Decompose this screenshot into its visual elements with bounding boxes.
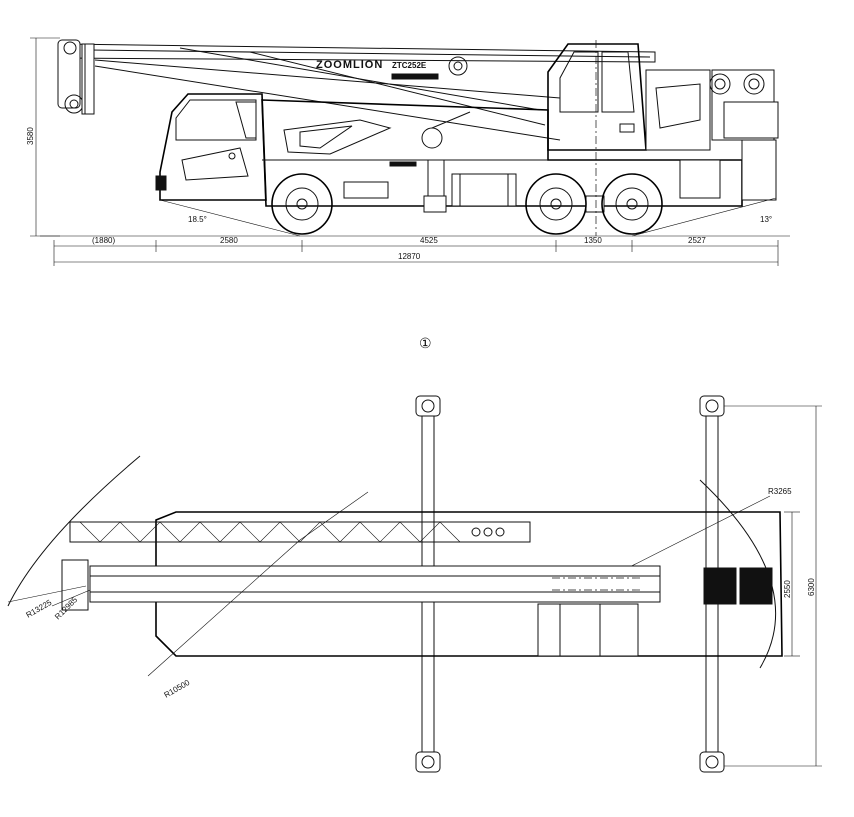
width-dim-label: 2550 xyxy=(783,580,792,598)
side-view: 3580 ZOOMLION ZTC252E xyxy=(26,37,790,266)
carrier-outline xyxy=(155,511,783,657)
dim-wheelbase-3: 1350 xyxy=(584,236,602,245)
jib-lattice xyxy=(69,521,531,543)
dim-front-overhang: (1880) xyxy=(92,236,115,245)
wheel-3 xyxy=(601,173,663,235)
top-view: R3265 R13225 R12985 R10500 xyxy=(7,395,822,773)
boom-head xyxy=(57,39,95,115)
model-label: ZTC252E xyxy=(392,61,427,70)
departure-angle-label: 13° xyxy=(760,215,772,224)
boom-pulley xyxy=(448,56,468,76)
outrigger-span-dimension: 6300 xyxy=(724,405,822,767)
outrigger-span-label: 6300 xyxy=(807,578,816,596)
boom-top xyxy=(89,565,661,603)
warning-plate xyxy=(391,73,439,80)
dim-wheelbase-2: 4525 xyxy=(420,236,438,245)
height-dim-label: 3580 xyxy=(26,127,35,145)
boom-head-top xyxy=(61,559,89,611)
wheel-2 xyxy=(525,173,587,235)
superstructure-rear xyxy=(645,69,779,151)
boom-head-arc xyxy=(7,455,141,607)
outrigger-foot-front xyxy=(423,195,447,213)
rear-grille xyxy=(703,567,773,605)
tail-radius-label: R3265 xyxy=(768,487,792,496)
wheels xyxy=(271,173,663,235)
departure-angle-line xyxy=(631,197,777,237)
front-radius-label: R10500 xyxy=(163,678,192,700)
approach-angle-line xyxy=(159,199,301,237)
dim-wheelbase-1: 2580 xyxy=(220,236,238,245)
brand-label: ZOOMLION xyxy=(316,59,383,71)
dim-rear-overhang: 2527 xyxy=(688,236,706,245)
overall-length-label: 12870 xyxy=(398,252,421,261)
cab-top xyxy=(537,603,639,657)
boom-head-radius-label: R13225 xyxy=(25,598,54,620)
wheel-1 xyxy=(271,173,333,235)
height-dimension: 3580 xyxy=(26,37,60,237)
view-marker-label: ① xyxy=(419,335,432,351)
view-marker: ① xyxy=(419,335,432,351)
approach-angle-label: 18.5° xyxy=(188,215,207,224)
length-dimensions: (1880) 2580 4525 1350 2527 12870 xyxy=(53,236,779,266)
carrier-cab xyxy=(155,93,267,201)
chassis xyxy=(261,99,777,207)
front-radius-line xyxy=(147,539,301,677)
width-dimension: 2550 xyxy=(783,511,800,657)
